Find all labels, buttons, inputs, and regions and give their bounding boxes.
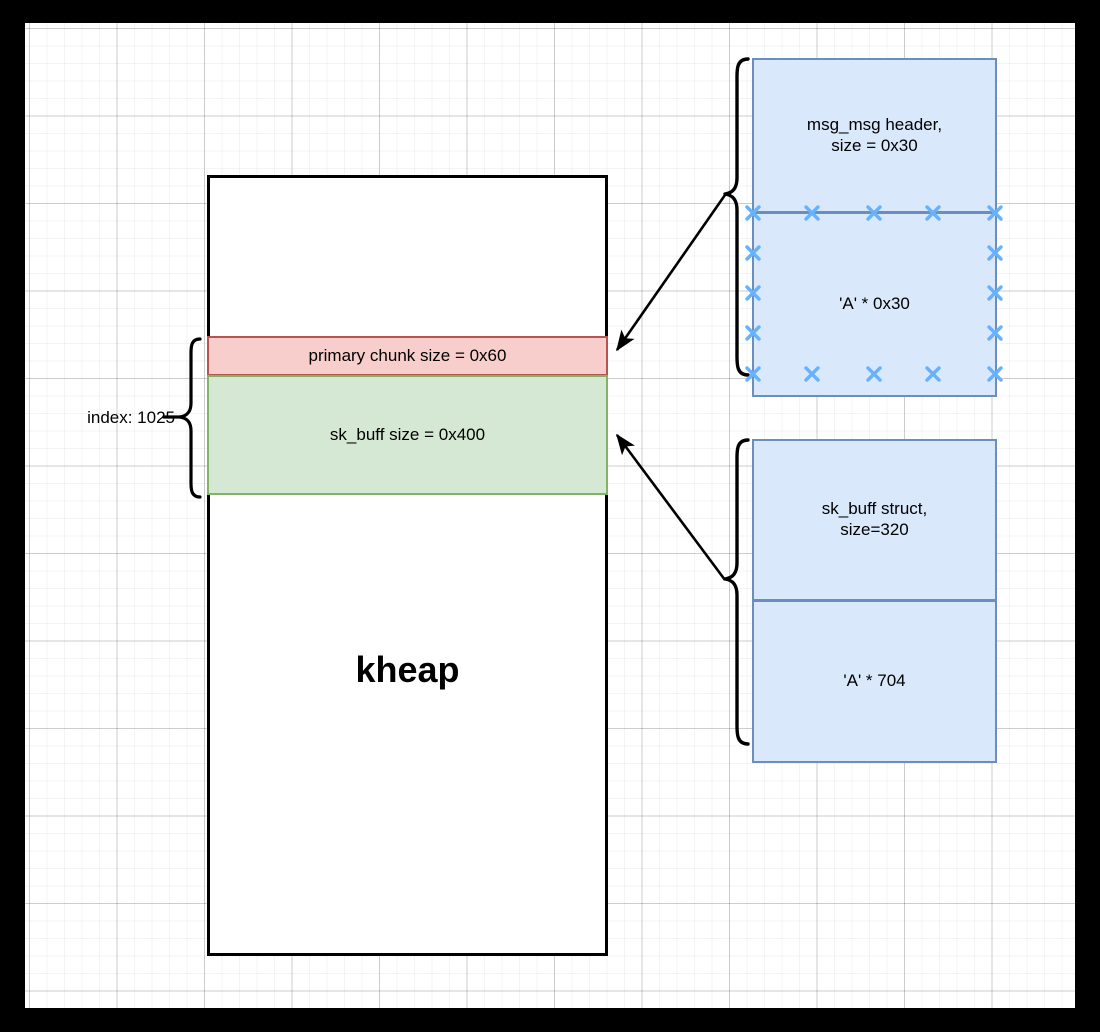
kheap-rectangle[interactable] (207, 175, 608, 956)
index-label-text: index: 1025 (87, 407, 175, 427)
sk-buff-struct-line-2: size=320 (840, 520, 909, 539)
sk-buff-payload-label: 'A' * 704 (843, 671, 906, 691)
primary-chunk-block[interactable]: primary chunk size = 0x60 (207, 336, 608, 376)
sk-buff-struct-line-1: sk_buff struct, (821, 499, 928, 519)
kheap-label-text: kheap (355, 649, 460, 691)
msg-msg-header-line-2: size = 0x30 (831, 135, 918, 155)
msg-msg-payload-block[interactable]: 'A' * 0x30 (752, 212, 997, 397)
index-brace (178, 337, 202, 499)
skb-group-brace (723, 438, 750, 746)
msg-msg-payload-label: 'A' * 0x30 (839, 294, 910, 314)
primary-chunk-label: primary chunk size = 0x60 (308, 345, 507, 365)
msg-msg-header-block[interactable]: msg_msg header, size = 0x30 (752, 58, 997, 213)
skbuff-chunk-block[interactable]: sk_buff size = 0x400 (207, 375, 608, 495)
msg-group-brace (723, 57, 750, 377)
arrow-skbuff-to-skbuff-chunk (615, 433, 727, 581)
sk-buff-payload-block[interactable]: 'A' * 704 (752, 600, 997, 763)
sk-buff-struct-label: sk_buff struct, size=320 (822, 499, 928, 540)
diagram-canvas[interactable]: primary chunk size = 0x60 sk_buff size =… (25, 23, 1075, 1008)
msg-msg-header-line-1: msg_msg header, (806, 114, 943, 134)
index-label: index: 1025 (35, 405, 175, 431)
sk-buff-struct-block[interactable]: sk_buff struct, size=320 (752, 439, 997, 601)
kheap-label: kheap (305, 646, 510, 694)
skbuff-chunk-label: sk_buff size = 0x400 (329, 424, 486, 444)
arrow-msgmsg-to-primary-chunk (615, 194, 727, 352)
msg-msg-header-label: msg_msg header, size = 0x30 (807, 115, 942, 156)
